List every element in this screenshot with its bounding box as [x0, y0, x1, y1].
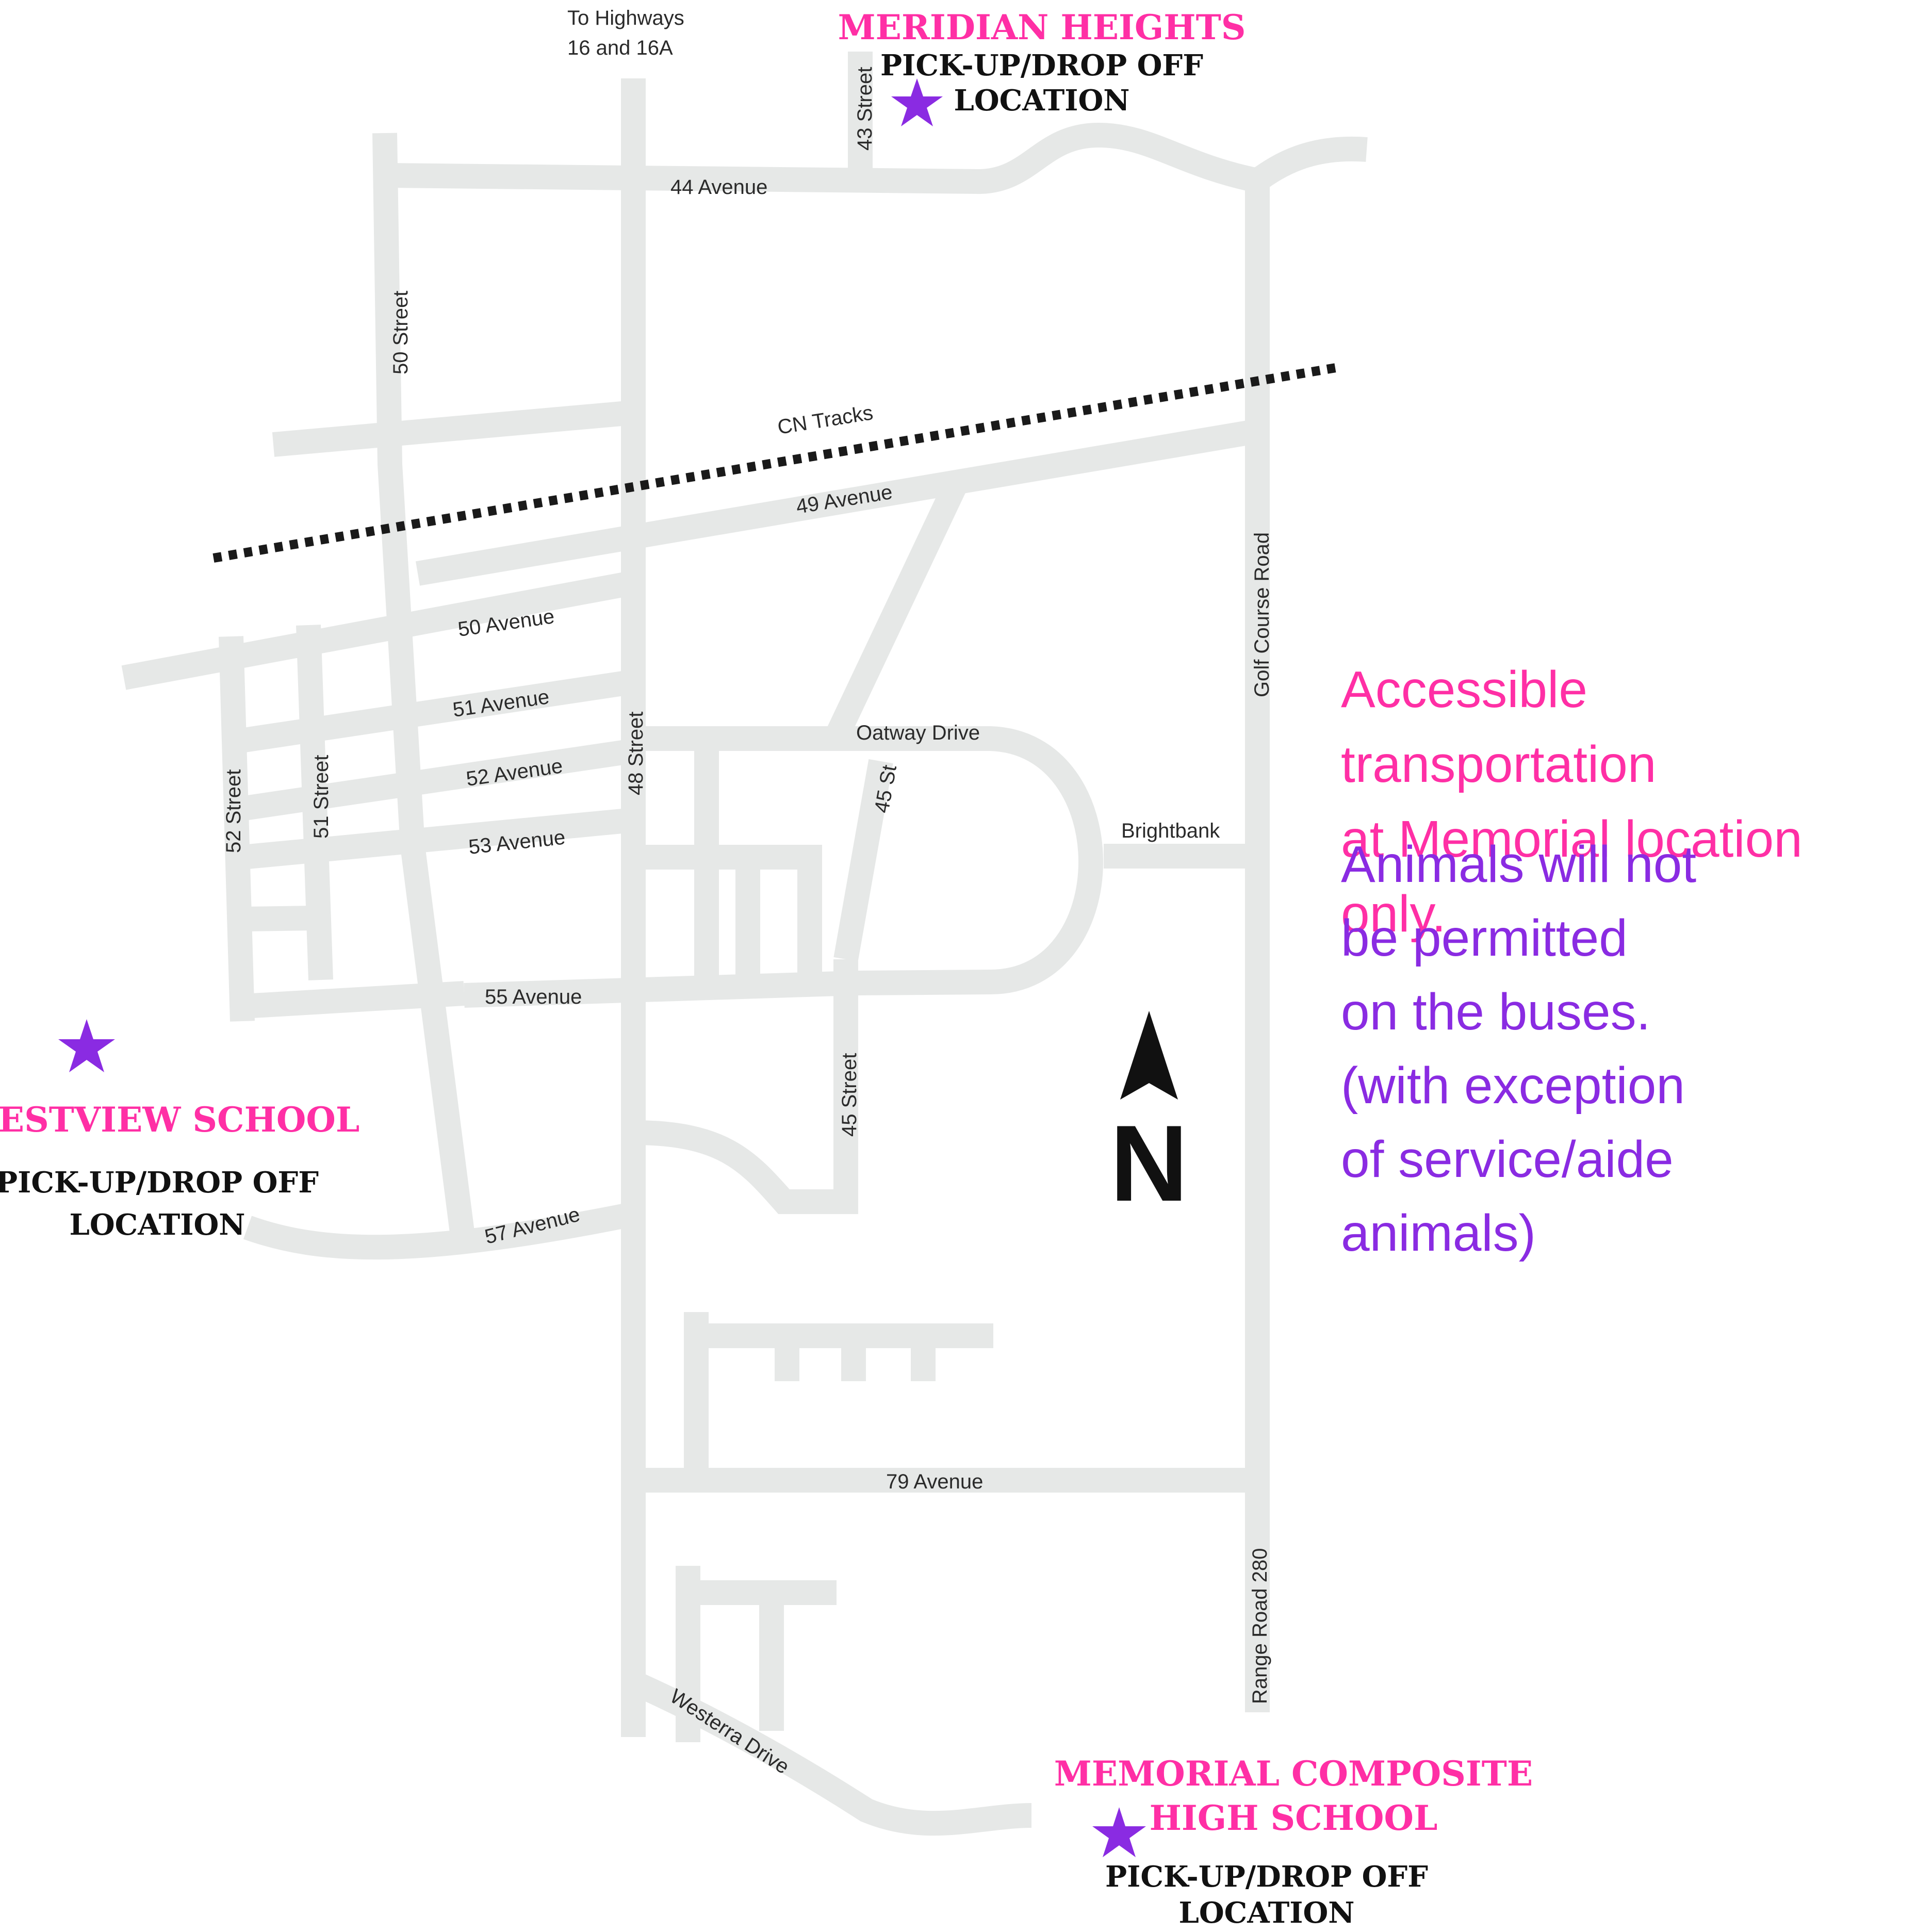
- north-letter: N: [1110, 1103, 1188, 1224]
- label-45-street: 45 Street: [838, 1053, 861, 1137]
- road-north-branch: [1250, 137, 1368, 191]
- road-52-street: [219, 636, 255, 1022]
- label-golf-course-road: Golf Course Road: [1251, 532, 1273, 697]
- road-50-street: [372, 133, 477, 1250]
- label-oatway-drive: Oatway Drive: [856, 722, 980, 744]
- label-44-avenue: 44 Avenue: [670, 176, 767, 199]
- road-inner-grid: [633, 739, 822, 982]
- westview-school-location: WESTVIEW SCHOOL PICK-UP/DROP OFF LOCATIO…: [0, 1019, 359, 1242]
- westview-name: WESTVIEW SCHOOL: [0, 1100, 359, 1140]
- memorial-star-icon: [1092, 1807, 1146, 1857]
- label-50-street: 50 Street: [389, 291, 412, 374]
- accessible-note-line: Accessible transportation: [1341, 661, 1657, 793]
- meridian-name: MERIDIAN HEIGHTS: [838, 7, 1246, 47]
- label-to-highways-2: 16 and 16A: [567, 37, 673, 59]
- animals-note: Animals will not be permitted on the bus…: [1341, 828, 1908, 1270]
- label-52-street: 52 Street: [222, 769, 245, 853]
- road-50-avenue: [121, 570, 636, 690]
- label-43-street: 43 Street: [854, 67, 876, 151]
- animals-note-line: animals): [1341, 1204, 1536, 1262]
- memorial-name-line1: MEMORIAL COMPOSITE: [1054, 1754, 1533, 1794]
- memorial-pickup: PICK-UP/DROP OFF: [1105, 1860, 1428, 1894]
- meridian-pickup: PICK-UP/DROP OFF: [880, 48, 1203, 83]
- road-51-street: [296, 625, 333, 980]
- road-45-street: [633, 959, 858, 1214]
- road-45-st: [833, 759, 893, 962]
- road-55-avenue: [464, 971, 857, 1008]
- accessible-note-line: at Memorial location only.: [1341, 810, 1803, 943]
- north-arrow-icon: [1120, 1011, 1178, 1100]
- road-52-avenue: [225, 739, 635, 823]
- label-79-avenue: 79 Avenue: [886, 1470, 983, 1493]
- memorial-location: LOCATION: [1179, 1896, 1355, 1930]
- cn-tracks: [212, 363, 1340, 563]
- label-to-highways-1: To Highways: [567, 7, 684, 29]
- road-53-avenue: [241, 808, 635, 870]
- road-west-loop: [242, 906, 315, 931]
- label-51-street: 51 Street: [310, 755, 333, 839]
- label-brightbank: Brightbank: [1121, 820, 1220, 842]
- road-44-avenue: [384, 122, 1260, 194]
- memorial-composite-location: MEMORIAL COMPOSITE HIGH SCHOOL PICK-UP/D…: [1054, 1754, 1533, 1930]
- meridian-star-icon: [891, 78, 943, 126]
- memorial-name-line2: HIGH SCHOOL: [1150, 1798, 1438, 1838]
- road-south-block: [684, 1312, 993, 1475]
- animals-note-line: Animals will not: [1341, 836, 1697, 893]
- label-cn-tracks: CN Tracks: [776, 401, 875, 439]
- westview-pickup: PICK-UP/DROP OFF: [0, 1166, 319, 1200]
- label-55-avenue: 55 Avenue: [485, 986, 582, 1008]
- road-network: [121, 52, 1368, 1836]
- road-57-avenue: [243, 1202, 636, 1260]
- label-range-road-280: Range Road 280: [1249, 1548, 1271, 1704]
- westview-location: LOCATION: [70, 1208, 245, 1242]
- westview-star-icon: [58, 1019, 115, 1072]
- north-arrow: N: [1110, 1011, 1188, 1224]
- animals-note-line: (with exception: [1341, 1057, 1685, 1115]
- accessible-transportation-note: Accessible transportation at Memorial lo…: [1341, 652, 1908, 952]
- road-westerra-drive: [628, 1671, 1032, 1836]
- road-top-avenue: [272, 400, 635, 457]
- road-diagonal: [824, 482, 965, 744]
- road-oatway-drive: [633, 726, 1103, 995]
- animals-note-line: on the buses.: [1341, 983, 1651, 1041]
- meridian-heights-location: MERIDIAN HEIGHTS PICK-UP/DROP OFF LOCATI…: [838, 7, 1246, 126]
- animals-note-line: be permitted: [1341, 909, 1628, 967]
- road-west-loop-bottom: [234, 981, 465, 1019]
- road-49-avenue: [415, 419, 1260, 586]
- animals-note-line: of service/aide: [1341, 1131, 1674, 1188]
- label-48-street: 48 Street: [625, 712, 647, 795]
- meridian-location: LOCATION: [954, 84, 1130, 118]
- road-51-avenue: [225, 669, 635, 755]
